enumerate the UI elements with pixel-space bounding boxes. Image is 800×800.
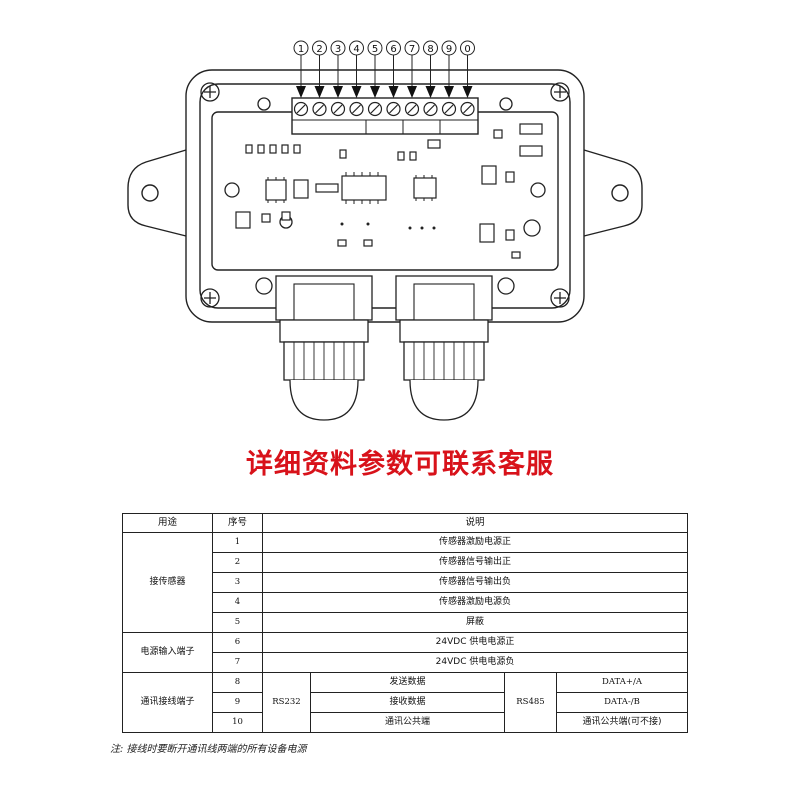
terminal-arrow — [462, 86, 473, 98]
row-description: 传感器激励电源负 — [261, 592, 689, 613]
terminal-arrow — [407, 86, 417, 98]
terminal-number: 6 — [390, 44, 396, 55]
terminal-arrow — [388, 86, 399, 98]
gland-nut — [399, 319, 489, 343]
gland-cap — [289, 379, 359, 421]
gland-cap — [409, 379, 479, 421]
table-row: 通讯接线端子 8 RS232 发送数据 RS485 DATA+/A — [122, 672, 689, 733]
corner-screws — [200, 82, 570, 308]
row-number: 5 — [212, 612, 263, 633]
terminal-screw-slot — [315, 104, 324, 114]
row-description: 传感器激励电源正 — [261, 532, 689, 553]
header-number: 序号 — [212, 513, 263, 533]
row-number: 10 — [212, 712, 263, 733]
terminal-screw-slot — [407, 104, 417, 114]
terminal-arrow — [333, 86, 343, 98]
left-mounting-ear — [127, 149, 187, 237]
rs485-description: DATA+/A — [555, 672, 689, 693]
left-ear-hole — [141, 184, 159, 202]
right-ear-hole — [611, 184, 629, 202]
row-number: 7 — [212, 652, 263, 673]
terminal-screw-slot — [463, 104, 472, 114]
terminal-arrow — [444, 86, 454, 98]
terminal-number: 5 — [372, 44, 378, 55]
small-dots — [340, 222, 436, 230]
table-row: 电源输入端子 6 24VDC 供电电源正 — [122, 632, 689, 673]
group-sensor: 接传感器 — [122, 532, 213, 633]
terminal-number: 0 — [464, 44, 470, 55]
row-number: 4 — [212, 592, 263, 613]
rs232-description: 接收数据 — [310, 692, 505, 713]
right-mounting-ear — [583, 149, 643, 237]
ic-pins — [267, 172, 433, 204]
row-number: 8 — [212, 672, 263, 693]
row-number: 3 — [212, 572, 263, 593]
terminal-number: 9 — [446, 44, 452, 55]
enclosure-inner — [199, 83, 571, 309]
terminal-number: 7 — [409, 44, 415, 55]
terminal-arrow — [370, 86, 380, 98]
row-description: 传感器信号输出负 — [261, 572, 689, 593]
cable-glands — [275, 275, 493, 421]
terminal-arrow — [351, 86, 362, 98]
terminal-screws — [293, 101, 475, 134]
terminal-spec-table: 用途 序号 说明 接传感器 1 传感器激励电源正 2 传感器信号输出正 3 传感… — [122, 513, 689, 733]
terminal-screw-slot — [352, 104, 361, 114]
rs232-description: 通讯公共端 — [310, 712, 505, 733]
rs232-description: 发送数据 — [310, 672, 505, 693]
terminal-arrow — [296, 86, 306, 98]
header-description: 说明 — [261, 513, 689, 533]
terminal-number: 3 — [335, 44, 341, 55]
row-description: 传感器信号输出正 — [261, 552, 689, 573]
wiring-note: 注: 接线时要断开通讯线两端的所有设备电源 — [110, 744, 307, 755]
terminal-screw-slot — [370, 104, 380, 114]
contact-banner: 详细资料参数可联系客服 — [246, 449, 554, 480]
terminal-arrow — [314, 86, 325, 98]
row-description: 24VDC 供电电源负 — [261, 652, 689, 673]
rs485-description: DATA-/B — [555, 692, 689, 713]
row-number: 2 — [212, 552, 263, 573]
terminal-arrow — [425, 86, 436, 98]
rs485-label: RS485 — [504, 672, 557, 733]
gland-collar — [293, 283, 355, 321]
row-number: 9 — [212, 692, 263, 713]
group-comm: 通讯接线端子 — [122, 672, 213, 733]
row-description: 24VDC 供电电源正 — [261, 632, 689, 653]
terminal-screw-slot — [444, 104, 454, 114]
table-row: 10 通讯公共端 通讯公共端(可不接) — [123, 712, 689, 733]
row-number: 1 — [212, 532, 263, 553]
terminal-number-labels: 1 2 3 4 5 6 7 8 9 0 — [293, 40, 475, 98]
gland-nut — [279, 319, 369, 343]
rs232-label: RS232 — [262, 672, 311, 733]
junction-box-diagram: 1 2 3 4 5 6 7 8 9 0 — [127, 40, 643, 421]
board-components — [235, 123, 543, 259]
enclosure-outer — [185, 69, 585, 323]
group-power: 电源输入端子 — [122, 632, 213, 673]
gland-collar — [413, 283, 475, 321]
row-description: 屏蔽 — [261, 612, 689, 633]
rs485-description: 通讯公共端(可不接) — [555, 712, 689, 733]
table-row: 接传感器 1 传感器激励电源正 — [122, 532, 689, 633]
table-header-row: 用途 序号 说明 — [122, 513, 689, 533]
terminal-screw-slot — [389, 104, 398, 114]
terminal-screw-slot — [333, 104, 343, 114]
terminal-number: 1 — [298, 44, 304, 55]
terminal-screw-slot — [426, 104, 435, 114]
terminal-number: 8 — [427, 44, 433, 55]
terminal-number: 2 — [316, 44, 322, 55]
terminal-screw-slot — [296, 104, 306, 114]
terminal-number: 4 — [353, 44, 359, 55]
row-number: 6 — [212, 632, 263, 653]
header-usage: 用途 — [122, 513, 213, 533]
